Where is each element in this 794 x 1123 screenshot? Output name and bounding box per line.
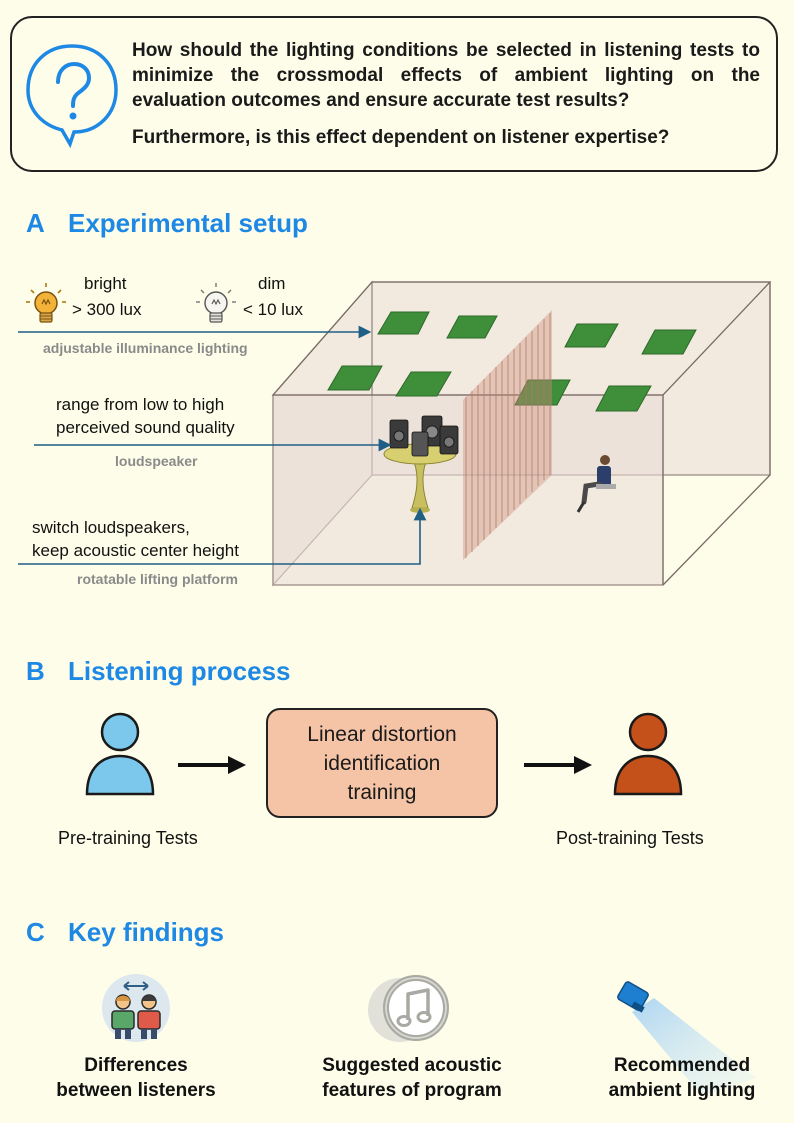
- leader-lines: [18, 325, 427, 565]
- section-c-letter: C: [26, 917, 45, 947]
- arrow-right-icon: [178, 756, 246, 774]
- pre-training-label: Pre-training Tests: [58, 828, 198, 848]
- lighting-caption: adjustable illuminance lighting: [43, 340, 248, 356]
- section-a-letter: A: [26, 208, 45, 238]
- section-b-letter: B: [26, 656, 45, 686]
- loudspeakers: [389, 415, 459, 457]
- dim-label: dim: [258, 274, 286, 293]
- question-bubble-icon: [26, 44, 118, 149]
- question-text: How should the lighting conditions be se…: [132, 38, 760, 150]
- speaker-desc-line2: perceived sound quality: [56, 418, 235, 437]
- platform-desc-line2: keep acoustic center height: [32, 541, 239, 560]
- finding-program-caption: Suggested acoustic features of program: [298, 1053, 526, 1103]
- section-c-heading: C Key findings: [26, 917, 224, 948]
- finding3-line2: ambient lighting: [608, 1080, 756, 1101]
- speaker-caption: loudspeaker: [115, 453, 198, 469]
- post-training-label: Post-training Tests: [556, 828, 704, 848]
- finding-listeners-caption: Differences between listeners: [46, 1053, 226, 1103]
- finding2-line1: Suggested acoustic: [322, 1055, 502, 1076]
- training-box: Linear distortion identification trainin…: [266, 708, 498, 818]
- seated-listener: [576, 455, 616, 513]
- finding2-line2: features of program: [322, 1080, 502, 1101]
- spotlight-icon: [617, 981, 756, 1096]
- section-a-title: Experimental setup: [68, 208, 308, 238]
- bright-value: > 300 lux: [72, 300, 142, 319]
- speaker-desc-line1: range from low to high: [56, 395, 225, 414]
- acoustic-curtain: [463, 310, 552, 560]
- section-c-title: Key findings: [68, 917, 225, 947]
- question-main: How should the lighting conditions be se…: [132, 40, 760, 111]
- finding3-line1: Recommended: [613, 1055, 751, 1076]
- bright-label: bright: [84, 274, 127, 293]
- section-a-heading: A Experimental setup: [26, 208, 308, 239]
- music-note-icon: [368, 975, 449, 1042]
- dim-value: < 10 lux: [243, 300, 304, 319]
- research-question-box: [10, 16, 778, 172]
- two-people-icon: [102, 974, 170, 1042]
- section-b-title: Listening process: [68, 656, 291, 686]
- question-followup: Furthermore, is this effect dependent on…: [132, 127, 670, 148]
- finding1-line2: between listeners: [56, 1080, 216, 1101]
- platform-desc-line1: switch loudspeakers,: [32, 518, 190, 537]
- platform-caption: rotatable lifting platform: [77, 571, 238, 587]
- lightbulb-off-icon: [196, 283, 236, 323]
- arrow-right-icon: [524, 756, 592, 774]
- ceiling-light-panels: [327, 311, 697, 412]
- training-text: Linear distortion identification trainin…: [307, 722, 457, 804]
- finding1-line1: Differences: [84, 1055, 188, 1076]
- post-training-person-icon: [613, 712, 683, 796]
- listening-room-illustration: [18, 280, 772, 587]
- pre-training-person-icon: [85, 712, 155, 796]
- section-b-heading: B Listening process: [26, 656, 291, 687]
- lightbulb-on-icon: [26, 283, 66, 323]
- finding-lighting-caption: Recommended ambient lighting: [594, 1053, 770, 1103]
